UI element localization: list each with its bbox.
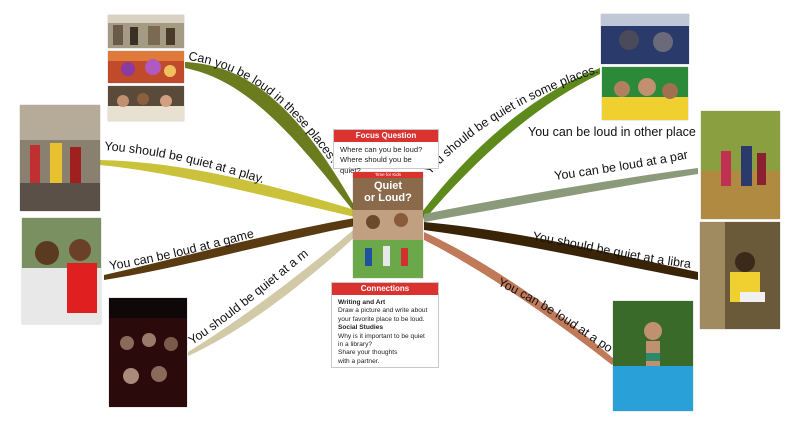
connections-line: Share your thoughts	[338, 349, 398, 357]
connections-title: Connections	[332, 283, 438, 295]
photo-game-fans	[22, 218, 101, 324]
focus-question-line: Where can you be loud?	[340, 145, 423, 154]
branch-ribbon-quiet-library	[424, 222, 698, 280]
connections-line: in a library?	[338, 341, 373, 349]
photo-pool-jump	[613, 301, 693, 411]
focus-question-card: Focus Question Where can you be loud? Wh…	[333, 129, 439, 175]
branch-label-quiet-some: You should be quiet in some places.	[422, 62, 600, 177]
photo-library-reader	[700, 222, 780, 329]
branch-ribbon-quiet-movie	[188, 227, 357, 356]
connections-heading: Writing and Art	[338, 299, 386, 306]
photo-subway	[601, 14, 689, 64]
branch-ribbon-loud-park	[424, 168, 698, 222]
connections-card: Connections Writing and Art Draw a pictu…	[331, 282, 439, 368]
book-series: Time for Kids	[374, 172, 402, 177]
branch-ribbon-loud-pool	[424, 232, 615, 365]
connections-heading: Social Studies	[338, 324, 384, 332]
focus-question-line: Where should you be quiet?	[340, 155, 412, 175]
connections-line: Why is it important to be quiet	[338, 332, 425, 340]
book-title-line2: or Loud?	[364, 192, 412, 204]
focus-question-title: Focus Question	[334, 130, 438, 142]
photo-movie-theater	[109, 298, 187, 407]
book-cover: Time for Kids Quiet or Loud?	[353, 172, 423, 278]
branch-ribbon-loud-game	[104, 218, 355, 280]
connections-line: with a partner.	[338, 357, 380, 365]
photo-bus-station	[108, 15, 184, 48]
photo-cheering-fans	[602, 67, 688, 120]
photo-outdoor-play	[20, 105, 100, 211]
photo-party-room	[108, 51, 184, 83]
branch-ribbon-quiet-play	[100, 160, 355, 217]
book-title-line1: Quiet	[373, 180, 403, 192]
photo-park-family	[701, 111, 780, 219]
connections-line: your favorite place to be loud.	[338, 315, 425, 323]
photo-classroom	[108, 86, 184, 121]
connections-line: Draw a picture and write about	[338, 307, 428, 315]
